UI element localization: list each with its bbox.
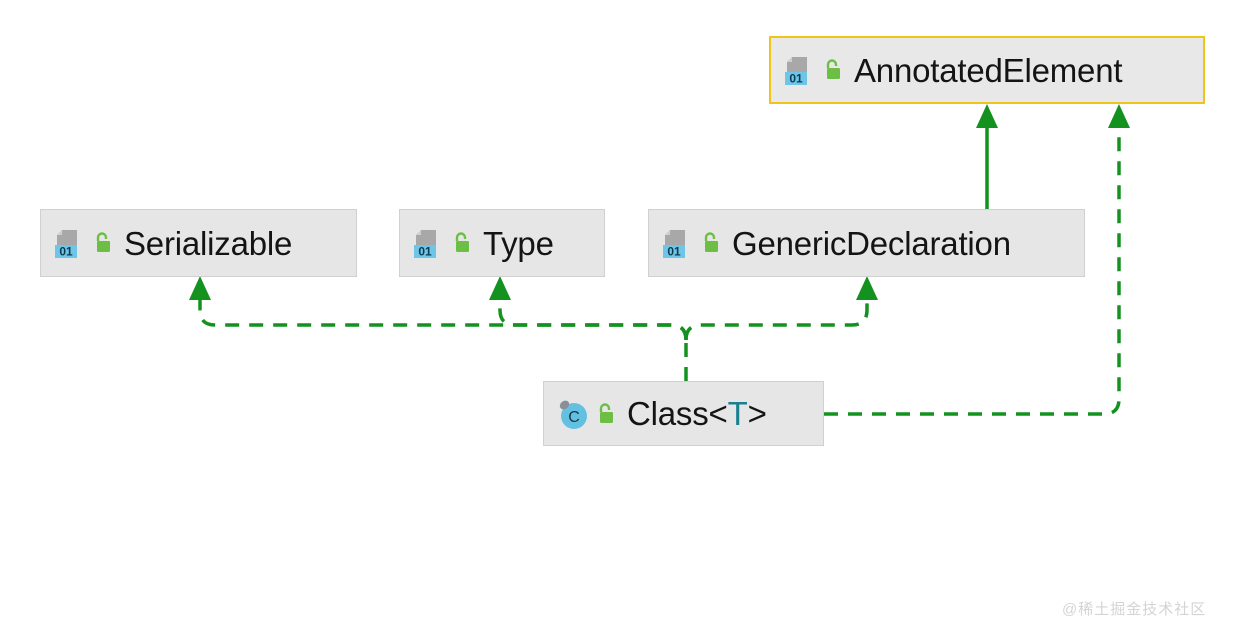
svg-text:01: 01 [418, 245, 432, 259]
unlocked-padlock-icon [451, 232, 471, 254]
svg-text:C: C [568, 409, 580, 426]
node-icon-group: 01 [783, 53, 842, 87]
edge-class-to-serializable [189, 276, 688, 341]
interface-icon: 01 [412, 226, 446, 260]
svg-text:01: 01 [667, 245, 681, 259]
node-icon-group: 01 [53, 226, 112, 260]
node-label-prefix: Class< [627, 395, 728, 432]
unlocked-padlock-icon [700, 232, 720, 254]
interface-icon: 01 [783, 53, 817, 87]
node-type[interactable]: 01 Type [399, 209, 605, 277]
edge-generic-to-annotated [976, 104, 998, 209]
edge-class-to-type [489, 276, 688, 341]
watermark: @稀土掘金技术社区 [1062, 601, 1207, 618]
unlocked-padlock-icon [92, 232, 112, 254]
node-label: GenericDeclaration [732, 224, 1011, 262]
node-icon-group: C [556, 397, 615, 431]
node-label: Type [483, 224, 554, 262]
unlocked-padlock-icon [595, 402, 615, 425]
node-annotated-element[interactable]: 01 AnnotatedElement [769, 36, 1205, 104]
node-serializable[interactable]: 01 Serializable [40, 209, 357, 277]
unlocked-padlock-icon [822, 59, 842, 81]
node-icon-group: 01 [661, 226, 720, 260]
class-icon: C [556, 397, 590, 431]
edge-class-to-generic [684, 276, 878, 341]
node-label-suffix: > [747, 395, 767, 432]
interface-icon: 01 [53, 226, 87, 260]
node-icon-group: 01 [412, 226, 471, 260]
node-class-t[interactable]: C Class<T> [543, 381, 824, 446]
svg-text:01: 01 [59, 245, 73, 259]
interface-icon: 01 [661, 226, 695, 260]
node-label: Serializable [124, 224, 293, 262]
node-label-type-param: T [727, 395, 748, 432]
node-label: Class<T> [627, 397, 767, 430]
edge-class-to-annotated [824, 104, 1130, 416]
node-generic-declaration[interactable]: 01 GenericDeclaration [648, 209, 1085, 277]
svg-text:01: 01 [789, 72, 803, 86]
node-label: AnnotatedElement [854, 51, 1123, 89]
